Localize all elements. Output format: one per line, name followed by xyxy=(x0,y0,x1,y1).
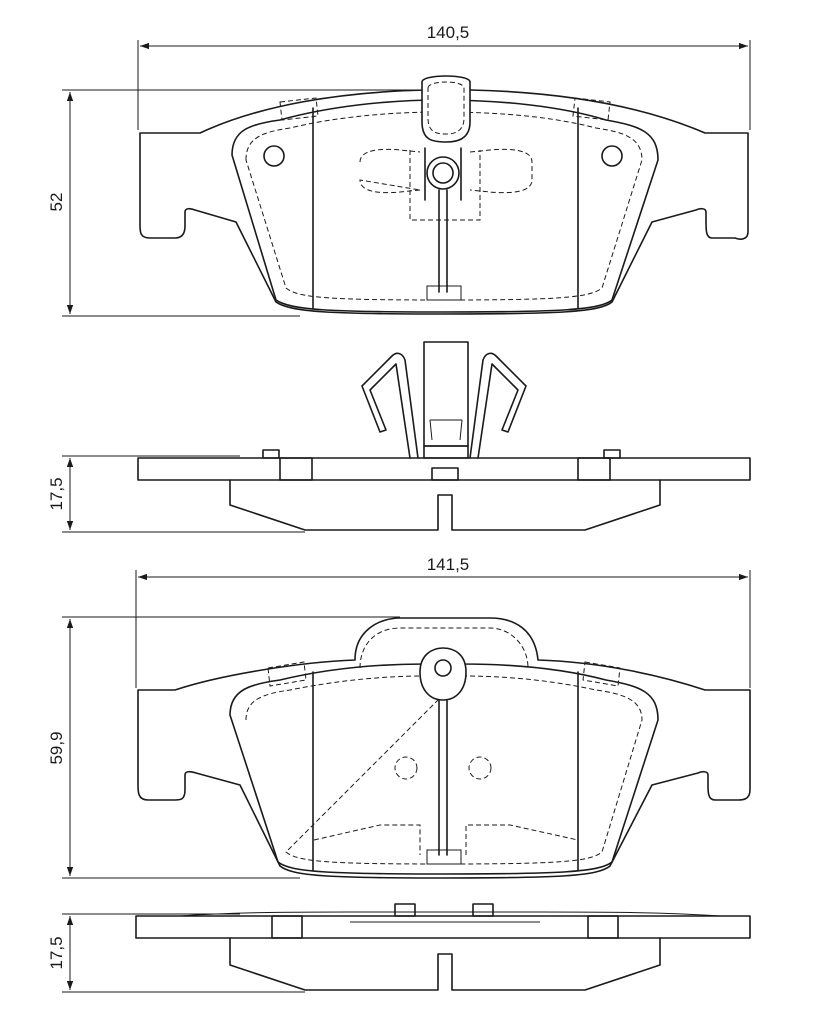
top-slot xyxy=(438,189,448,293)
bottom-friction-lining xyxy=(229,660,659,875)
top-spring-clip-dashed xyxy=(359,148,533,221)
top-chamfer-lines xyxy=(312,107,579,309)
top-side-backing xyxy=(137,457,751,481)
bottom-backing-plate xyxy=(137,617,751,879)
bottom-center-hole xyxy=(434,659,452,677)
top-center-ring-inner xyxy=(432,162,454,184)
bottom-right-hole xyxy=(468,756,492,780)
bottom-side-lining xyxy=(229,937,661,991)
top-center-ring-outer xyxy=(426,156,460,190)
top-side-lining xyxy=(229,479,661,531)
dim-top-thickness-label: 17,5 xyxy=(47,477,66,510)
bottom-side-backing xyxy=(135,915,751,939)
top-left-hole xyxy=(263,145,285,167)
bottom-slot xyxy=(438,699,448,856)
bottom-left-hole xyxy=(394,756,418,780)
bottom-tab-dashed xyxy=(359,627,529,669)
dim-top-height-label: 52 xyxy=(47,193,66,212)
bottom-pad-side-view xyxy=(135,903,751,991)
dimension-top-height: 52 xyxy=(47,89,420,317)
dim-top-width-label: 140,5 xyxy=(427,23,470,42)
dimension-top-thickness: 17,5 xyxy=(47,455,305,533)
top-corner-clips xyxy=(279,97,611,121)
dimension-bottom-height: 59,9 xyxy=(47,616,400,879)
top-side-spring-clip xyxy=(361,352,527,459)
dim-bottom-width-label: 141,5 xyxy=(427,555,470,574)
dimension-bottom-thickness: 17,5 xyxy=(47,913,305,993)
bottom-lining-dashed xyxy=(245,675,643,865)
bottom-pad-front-view xyxy=(137,617,751,879)
dimension-top-width: 140,5 xyxy=(137,23,751,130)
dim-bottom-height-label: 59,9 xyxy=(47,731,66,764)
top-center-tab xyxy=(421,75,471,143)
top-backing-plate xyxy=(139,89,749,315)
dim-bottom-thickness-label: 17,5 xyxy=(47,936,66,969)
top-friction-lining xyxy=(231,99,659,313)
top-pad-side-view xyxy=(137,341,751,531)
dimension-bottom-width: 141,5 xyxy=(135,555,751,688)
top-slot-tab xyxy=(426,285,462,301)
bottom-center-hub xyxy=(419,647,467,701)
top-right-hole xyxy=(601,145,623,167)
top-pad-front-view xyxy=(139,75,749,315)
